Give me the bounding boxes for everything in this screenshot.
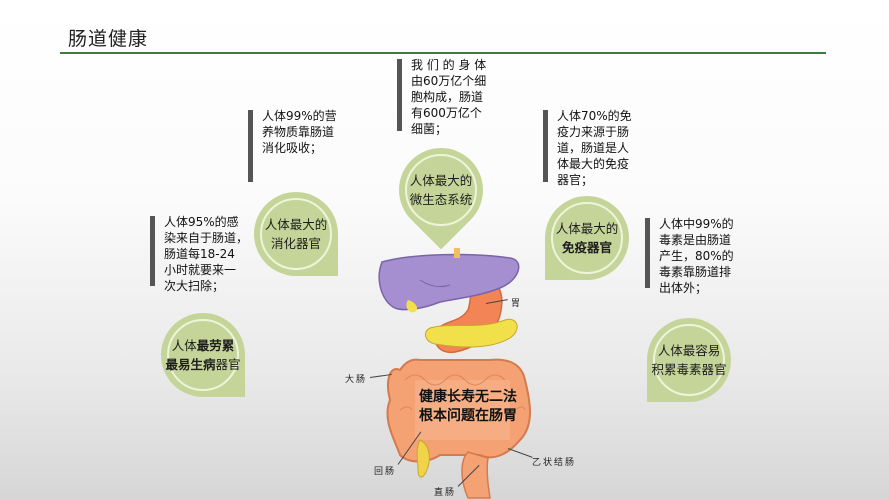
bubble-text: 积累毒素器官 xyxy=(651,362,727,377)
note-line: 消化吸收； xyxy=(262,141,323,155)
note-line: 毒素是由肠道 xyxy=(659,233,732,247)
note-line: 毒素靠肠道排 xyxy=(659,265,732,279)
note-line: 细菌； xyxy=(411,122,448,136)
note-nutrition: 人体99%的营 养物质靠肠道 消化吸收； xyxy=(248,108,337,182)
title-divider xyxy=(60,52,826,54)
note-line: 疫力来源于肠 xyxy=(557,125,630,139)
note-microbes: 我 们 的 身 体 由60万亿个细 胞构成，肠道 有600万亿个 细菌； xyxy=(397,57,486,137)
label-sigmoid-colon: 乙状结肠 xyxy=(532,458,577,468)
bubble-immune-organ: 人体最大的 免疫器官 xyxy=(545,196,629,280)
bubble-text: 微生态系统 xyxy=(409,192,473,207)
note-line: 胞构成，肠道 xyxy=(411,90,484,104)
note-bar xyxy=(543,110,548,182)
label-ileum: 回肠 xyxy=(374,467,397,477)
bubble-text: 消化器官 xyxy=(270,236,321,251)
note-line: 染来自于肠道， xyxy=(164,231,249,245)
note-line: 器官； xyxy=(557,173,594,187)
rectum-shape xyxy=(461,451,491,499)
bubble-text: 最劳累 xyxy=(196,338,235,353)
note-infection: 人体95%的感 染来自于肠道， 肠道每18-24 小时就要来一 次大扫除； xyxy=(150,214,248,294)
page-title: 肠道健康 xyxy=(68,28,149,50)
note-bar xyxy=(397,59,402,131)
bubble-toxin-organ: 人体最容易 积累毒素器官 xyxy=(647,318,731,402)
digestive-system-illustration xyxy=(378,248,531,499)
note-line: 人体中99%的 xyxy=(659,217,734,231)
note-line: 小时就要来一 xyxy=(164,263,237,277)
label-stomach: 胃 xyxy=(511,299,523,309)
bubble-text: 器官 xyxy=(215,357,241,372)
note-bar xyxy=(150,216,155,286)
liver-shape xyxy=(378,253,520,311)
note-line: 肠道每18-24 xyxy=(164,247,235,261)
note-line: 有600万亿个 xyxy=(411,106,482,120)
bubble-text: 人体最容易 xyxy=(657,343,721,358)
note-line: 道，肠道是人 xyxy=(557,141,630,155)
slogan: 健康长寿无二法 根本问题在肠胃 xyxy=(398,388,538,426)
note-line: 产生，80%的 xyxy=(659,249,734,263)
bubble-text: 免疫器官 xyxy=(561,240,612,255)
note-line: 养物质靠肠道 xyxy=(262,125,335,139)
note-line: 人体95%的感 xyxy=(164,215,239,229)
bubble-text: 人体最大的 xyxy=(555,221,619,236)
bubble-text: 人体最大的 xyxy=(409,173,473,188)
pancreas-shape xyxy=(424,318,518,348)
bubble-microecology: 人体最大的 微生态系统 xyxy=(381,130,501,250)
note-immunity: 人体70%的免 疫力来源于肠 道，肠道是人 体最大的免疫 器官； xyxy=(543,108,632,188)
label-large-intestine: 大肠 xyxy=(345,375,368,385)
bubble-most-tired-organ: 人体最劳累 最易生病器官 xyxy=(161,313,245,397)
note-toxins: 人体中99%的 毒素是由肠道 产生，80%的 毒素靠肠道排 出体外； xyxy=(645,216,734,296)
bubble-text: 人体最大的 xyxy=(264,217,328,232)
note-line: 出体外； xyxy=(659,281,708,295)
bubble-digestive-organ: 人体最大的 消化器官 xyxy=(254,192,338,276)
note-line: 人体70%的免 xyxy=(557,109,632,123)
note-bar xyxy=(645,218,650,288)
label-rectum: 直肠 xyxy=(434,488,457,498)
note-line: 我 们 的 身 体 xyxy=(411,58,487,72)
slogan-line: 健康长寿无二法 xyxy=(419,389,517,405)
note-bar xyxy=(248,110,253,182)
note-line: 次大扫除； xyxy=(164,279,225,293)
bubble-text: 最易生病 xyxy=(165,357,216,372)
bubble-text: 人体 xyxy=(171,338,197,353)
note-line: 体最大的免疫 xyxy=(557,157,630,171)
ileum-shape xyxy=(416,439,430,478)
slogan-line: 根本问题在肠胃 xyxy=(419,408,517,424)
note-line: 由60万亿个细 xyxy=(411,74,487,88)
note-line: 人体99%的营 xyxy=(262,109,337,123)
